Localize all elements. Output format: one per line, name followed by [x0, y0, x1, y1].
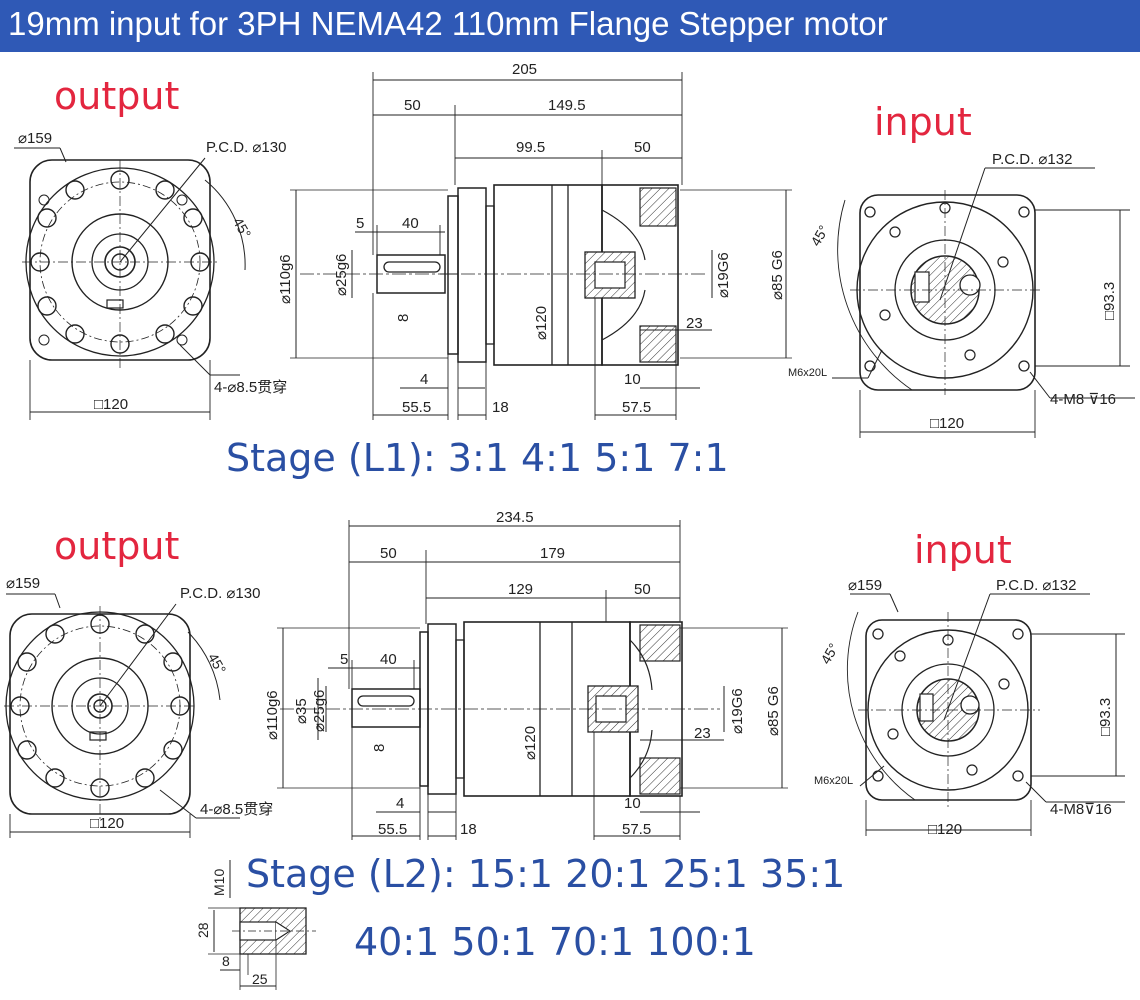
detail-m10: M10: [211, 869, 227, 896]
s1-dim-40: 40: [402, 215, 419, 232]
stage2-output-label: output: [54, 524, 180, 568]
s2-out-holes: 4-⌀8.5贯穿: [200, 801, 273, 818]
s1-dim-23: 23: [686, 315, 703, 332]
s1-out-dia159: ⌀159: [18, 130, 52, 147]
s1-out-pcd: P.C.D. ⌀130: [206, 139, 286, 156]
s1-dim-120: ⌀120: [533, 306, 550, 340]
thread-detail: M10 28 8 25: [195, 860, 316, 990]
s2-dim-25: ⌀25g6: [311, 690, 328, 732]
page-title: 19mm input for 3PH NEMA42 110mm Flange S…: [8, 5, 888, 42]
stage1-input-view: P.C.D. ⌀132 45° □93.3 M6x20L 4-M8 ⊽16 □1…: [788, 151, 1135, 438]
s2-in-m6: M6x20L: [814, 775, 853, 787]
s2-out-angle: 45°: [205, 650, 229, 676]
s1-in-angle: 45°: [807, 222, 831, 248]
s1-dim-110: ⌀110g6: [277, 254, 294, 304]
s1-dim-85: ⌀85 G6: [769, 250, 786, 300]
s2-out-square: □120: [90, 815, 124, 832]
detail-28: 28: [195, 922, 211, 938]
s2-out-dia159: ⌀159: [6, 575, 40, 592]
s1-dim-18: 18: [492, 399, 509, 416]
s1-in-933: □93.3: [1101, 282, 1118, 320]
s1-in-pcd: P.C.D. ⌀132: [992, 151, 1072, 168]
s2-dim-129: 129: [508, 581, 533, 598]
stage2-input-view: ⌀159 P.C.D. ⌀132 45° □93.3 M6x20L 4-M8⊽1…: [814, 577, 1125, 838]
s2-dim-110: ⌀110g6: [264, 690, 281, 740]
s2-in-pcd: P.C.D. ⌀132: [996, 577, 1076, 594]
s2-dim-50: 50: [380, 545, 397, 562]
s2-dim-35: ⌀35: [293, 698, 310, 724]
stage2-output-view: ⌀159 P.C.D. ⌀130 45° 4-⌀8.5贯穿 □120: [4, 575, 273, 838]
s2-out-pcd: P.C.D. ⌀130: [180, 585, 260, 602]
s2-dim-575: 57.5: [622, 821, 651, 838]
s2-dim-4: 4: [396, 795, 404, 812]
s1-dim-99: 99.5: [516, 139, 545, 156]
stage1-ratios: Stage (L1): 3:1 4:1 5:1 7:1: [226, 436, 729, 480]
s2-dim-40: 40: [380, 651, 397, 668]
s2-in-angle: 45°: [817, 640, 841, 666]
s1-dim-4: 4: [420, 371, 428, 388]
title-banner: 19mm input for 3PH NEMA42 110mm Flange S…: [0, 0, 1140, 52]
stage1-output-label: output: [54, 74, 180, 118]
s1-dim-total: 205: [512, 61, 537, 78]
s2-in-m8: 4-M8⊽16: [1050, 801, 1112, 818]
s1-in-square: □120: [930, 415, 964, 432]
detail-8: 8: [222, 953, 230, 969]
s2-dim-5: 5: [340, 651, 348, 668]
stage1-output-view: ⌀159 P.C.D. ⌀130 45° 4-⌀8.5贯穿 □120: [14, 130, 287, 420]
stage1-input-label: input: [874, 100, 972, 144]
stage2-side-view: 234.5 50 179 129 50 5 40 ⌀110g6 ⌀35 ⌀25g…: [264, 509, 788, 840]
s2-in-933: □93.3: [1097, 698, 1114, 736]
s1-out-square: □120: [94, 396, 128, 413]
s1-out-angle: 45°: [230, 215, 254, 241]
s2-dim-10: 10: [624, 795, 641, 812]
s1-dim-19: ⌀19G6: [715, 252, 732, 298]
s2-in-dia159: ⌀159: [848, 577, 882, 594]
s1-dim-575: 57.5: [622, 399, 651, 416]
s2-dim-50b: 50: [634, 581, 651, 598]
s2-dim-85: ⌀85 G6: [765, 686, 782, 736]
s2-dim-total: 234.5: [496, 509, 534, 526]
stage2-ratios-line2: 40:1 50:1 70:1 100:1: [354, 920, 756, 964]
detail-25: 25: [252, 971, 268, 987]
s1-dim-8: 8: [395, 314, 412, 322]
s1-dim-5: 5: [356, 215, 364, 232]
s1-dim-50b: 50: [634, 139, 651, 156]
s1-dim-10: 10: [624, 371, 641, 388]
s2-dim-120: ⌀120: [522, 726, 539, 760]
s2-dim-555: 55.5: [378, 821, 407, 838]
stage2-ratios: Stage (L2): 15:1 20:1 25:1 35:1: [246, 852, 846, 896]
s1-dim-50: 50: [404, 97, 421, 114]
s1-in-m6: M6x20L: [788, 367, 827, 379]
s1-in-m8: 4-M8 ⊽16: [1050, 391, 1116, 408]
s1-dim-25: ⌀25g6: [333, 254, 350, 296]
s2-dim-179: 179: [540, 545, 565, 562]
s2-in-square: □120: [928, 821, 962, 838]
s1-dim-555: 55.5: [402, 399, 431, 416]
s1-out-holes: 4-⌀8.5贯穿: [214, 379, 287, 396]
s2-dim-19: ⌀19G6: [729, 688, 746, 734]
s2-dim-8: 8: [371, 744, 388, 752]
s2-dim-18: 18: [460, 821, 477, 838]
stage2-input-label: input: [914, 528, 1012, 572]
s1-dim-149: 149.5: [548, 97, 586, 114]
stage1-side-view: 205 50 149.5 99.5 50 5 40 ⌀110g6 ⌀25g6 8…: [277, 61, 792, 420]
s2-dim-23: 23: [694, 725, 711, 742]
